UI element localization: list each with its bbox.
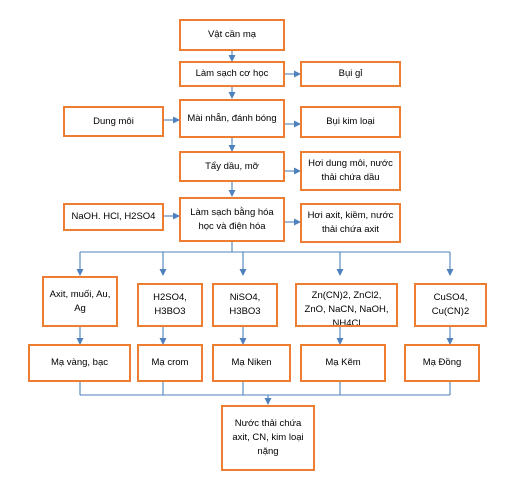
bath-process-1: Mạ vàng, bạc [28, 344, 131, 382]
bath-process-label: Mạ vàng, bạc [50, 357, 109, 368]
bath-process-label: Mạ crom [151, 357, 189, 368]
mech-clean-box: Làm sạch cơ học [179, 61, 285, 87]
object-box: Vật cần mạ [179, 19, 285, 51]
polish-label: Mài nhẵn, đánh bóng [187, 112, 277, 124]
final-output-box: Nước thải chứa axit, CN, kim loại nặng [221, 405, 315, 471]
bath-reagents-label: NiSO4, H3BO3 [229, 292, 261, 317]
bath-reagents-4: Zn(CN)2, ZnCl2, ZnO, NaCN, NaOH, NH4Cl [295, 283, 398, 327]
solvent-box: Dung môi [63, 106, 164, 137]
bath-reagents-label: Zn(CN)2, ZnCl2, ZnO, NaCN, NaOH, NH4Cl [304, 290, 389, 327]
bath-reagents-label: CuSO4, Cu(CN)2 [431, 292, 470, 317]
solvent-label: Dung môi [93, 115, 134, 127]
bath-reagents-5: CuSO4, Cu(CN)2 [414, 283, 487, 327]
acid-vapor-box: Hơi axit, kiềm, nước thải chứa axit [300, 203, 401, 243]
chemicals-label: NaOH. HCl, H2SO4 [71, 211, 156, 222]
rust-dust-label: Bụi gỉ [338, 68, 363, 79]
chem-clean-label: Làm sạch bằng hóa học và điện hóa [190, 206, 274, 232]
final-output-label: Nước thải chứa axit, CN, kim loại nặng [232, 418, 304, 457]
degrease-label: Tẩy dầu, mỡ [205, 160, 259, 172]
bath-reagents-3: NiSO4, H3BO3 [212, 283, 278, 327]
metal-dust-label: Bụi kim loại [326, 116, 375, 127]
bath-process-4: Mạ Kẽm [300, 344, 386, 382]
bath-process-label: Mạ Kẽm [325, 357, 361, 368]
rust-dust-box: Bụi gỉ [300, 61, 401, 87]
metal-dust-box: Bụi kim loại [300, 106, 401, 138]
solvent-vapor-box: Hơi dung môi, nước thải chứa dầu [300, 151, 401, 191]
bath-reagents-2: H2SO4, H3BO3 [137, 283, 203, 327]
polish-box: Mài nhẵn, đánh bóng [179, 99, 285, 138]
bath-reagents-label: Axit, muối, Au, Ag [49, 288, 111, 314]
object-label: Vật cần mạ [207, 29, 257, 40]
bath-reagents-label: H2SO4, H3BO3 [153, 292, 187, 317]
chem-clean-box: Làm sạch bằng hóa học và điện hóa [179, 197, 285, 242]
chemicals-box: NaOH. HCl, H2SO4 [63, 203, 164, 231]
bath-process-3: Mạ Niken [212, 344, 291, 382]
acid-vapor-label: Hơi axit, kiềm, nước thải chứa axit [307, 210, 394, 235]
bath-process-label: Mạ Niken [231, 357, 272, 368]
solvent-vapor-label: Hơi dung môi, nước thải chứa dầu [308, 158, 393, 183]
mech-clean-label: Làm sạch cơ học [195, 68, 269, 79]
bath-process-2: Mạ crom [137, 344, 203, 382]
bath-process-5: Mạ Đồng [404, 344, 480, 382]
degrease-box: Tẩy dầu, mỡ [179, 151, 285, 182]
bath-process-label: Mạ Đồng [422, 357, 462, 368]
bath-reagents-1: Axit, muối, Au, Ag [42, 276, 118, 327]
